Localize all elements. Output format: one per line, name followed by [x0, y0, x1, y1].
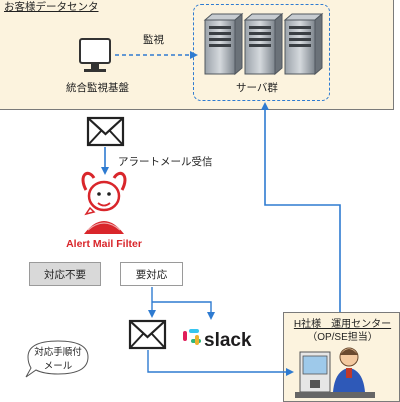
operations-center-label: H社様 運用センター — [293, 319, 392, 330]
slack-icon — [183, 329, 201, 345]
response-arrow — [261, 102, 341, 312]
speech-bubble — [25, 340, 89, 378]
not-required-tag: 対応不要 — [29, 262, 101, 286]
goat-mascot-icon — [81, 171, 127, 234]
server-group-label: サーバ群 — [236, 82, 278, 94]
operations-center-sub: （OP/SE担当） — [307, 332, 378, 343]
operator-icon — [295, 347, 375, 398]
alert-mail-label: アラートメール受信 — [118, 156, 213, 168]
notify-arrow — [147, 350, 294, 376]
bubble-line1: 対応手順付 — [34, 346, 82, 358]
filter-name: Alert Mail Filter — [66, 238, 142, 250]
required-tag: 要対応 — [120, 262, 183, 286]
monitoring-platform-label: 統合監視基盤 — [66, 82, 129, 94]
procedure-envelope-icon — [128, 319, 167, 350]
required-flow-to-slack — [152, 301, 215, 320]
datacenter-label: お客様データセンタ — [4, 1, 99, 13]
server-rack-icon — [203, 12, 324, 76]
monitor-icon — [79, 38, 111, 72]
bubble-line2: メール — [44, 361, 73, 372]
envelope-icon — [86, 116, 125, 147]
monitor-edge-label: 監視 — [143, 34, 164, 46]
slack-label: slack — [204, 330, 252, 351]
